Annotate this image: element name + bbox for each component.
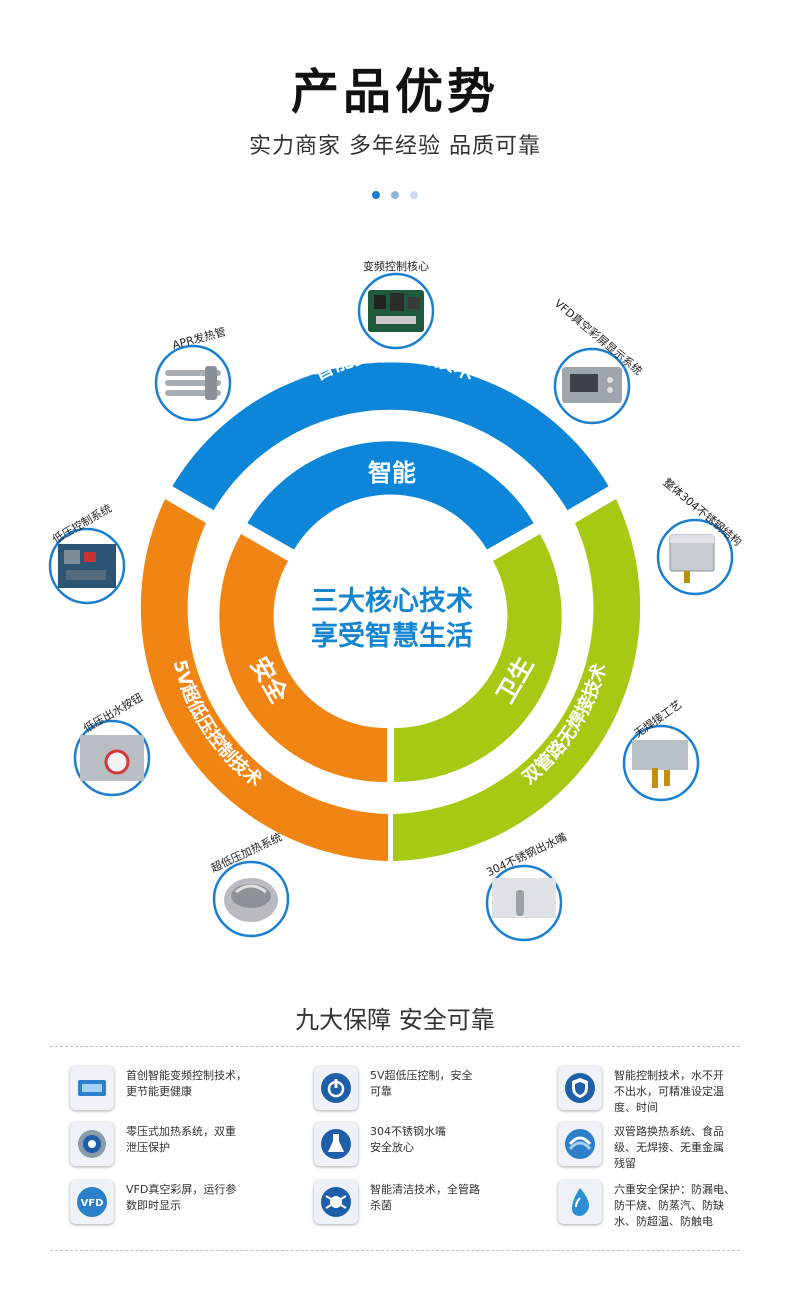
feature-item: 六重安全保护：防漏电、 防干烧、防蒸汽、防缺 水、防超温、防触电 [558,1180,790,1230]
feature-text: 智能控制技术，水不开 不出水，可精准设定温 度、时间 [614,1069,724,1114]
steel-box-icon [669,534,715,583]
feature-text: 智能清洁技术，全管路 杀菌 [370,1183,480,1212]
feature-item: VFD VFD真空彩屏，运行参 数即时显示 [70,1180,310,1230]
divider-top [50,1046,740,1047]
faucet-icon [492,878,556,918]
heating-tube-icon [165,366,221,400]
control-board-icon [58,544,116,588]
feature-text: 首创智能变频控制技术， 更节能更健康 [126,1069,247,1098]
feature-text: VFD真空彩屏，运行参 数即时显示 [126,1183,237,1212]
feature-item: 智能控制技术，水不开 不出水，可精准设定温 度、时间 [558,1066,790,1116]
center-text-line2: 享受智慧生活 [311,620,473,652]
callout-control-board: 低压控制系统 [48,501,126,605]
feature-text: 304不锈钢水嘴 安全放心 [370,1125,446,1154]
germ-icon [314,1180,358,1224]
callout-faucet: 304不锈钢出水嘴 [484,830,569,942]
pipes-icon [558,1122,602,1166]
feature-item: 首创智能变频控制技术， 更节能更健康 [70,1066,310,1116]
circuit-board-icon [368,290,424,332]
water-drop-icon [558,1180,602,1224]
inner-ring-orange [219,534,387,783]
page-title: 产品优势 [290,64,499,120]
callout-display-panel: VFD真空彩屏显示系统 [552,296,645,425]
outer-ring-green [393,499,641,861]
callout-heating-coil: 超低压加热系统 [208,830,290,938]
vfd-icon: VFD [70,1180,114,1224]
inner-label-blue: 智能 [368,459,416,487]
flask-icon [314,1122,358,1166]
feature-item: 零压式加热系统，双重 泄压保护 [70,1122,310,1172]
power-icon [314,1066,358,1110]
shield-icon [558,1066,602,1110]
inverter-chip-icon [70,1066,114,1110]
carousel-dot[interactable] [391,191,399,199]
callout-label: 变频控制核心 [363,259,429,273]
feature-item: 双管路换热系统、食品 级、无焊接、无重金属 残留 [558,1122,790,1172]
outer-ring-orange [140,499,388,861]
divider-bottom [50,1250,740,1251]
page-subtitle: 实力商家 多年经验 品质可靠 [249,134,541,159]
callout-button: 低压出水按钮 [73,690,151,797]
pressure-icon [70,1122,114,1166]
feature-item: 304不锈钢水嘴 安全放心 [314,1122,554,1172]
feature-item: 智能清洁技术，全管路 杀菌 [314,1180,554,1230]
carousel-dots [0,184,790,203]
callout-heating-tube: APR发热管 [154,324,232,422]
inner-ring-green [394,534,562,783]
feature-text: 零压式加热系统，双重 泄压保护 [126,1125,236,1154]
guarantee-title: 九大保障 安全可靠 [295,1006,495,1034]
outer-ring-blue [172,362,609,511]
callout-steel-box: 整体304不锈钢结构 [656,475,745,596]
carousel-dot[interactable] [371,191,380,199]
inner-ring-blue [247,441,534,550]
callout-pipe-joint: 无焊接工艺 [622,697,700,802]
display-panel-icon [562,367,622,403]
feature-text: 双管路换热系统、食品 级、无焊接、无重金属 残留 [614,1125,724,1170]
button-icon [80,735,144,781]
pipe-joint-icon [632,740,688,788]
center-text-line1: 三大核心技术 [311,585,473,617]
feature-item: 5V超低压控制，安全 可靠 [314,1066,554,1116]
callout-circuit-board: 变频控制核心 [357,259,435,350]
svg-text:VFD: VFD [81,1198,104,1209]
feature-text: 5V超低压控制，安全 可靠 [370,1069,473,1098]
heating-coil-icon [224,878,278,922]
carousel-dot[interactable] [410,191,419,199]
core-technology-diagram: 智能变频控制技术 5V超低压控制技术 双管路无焊接技术 智能 安全 卫生 三大核… [48,259,745,942]
feature-text: 六重安全保护：防漏电、 防干烧、防蒸汽、防缺 水、防超温、防触电 [614,1183,735,1228]
